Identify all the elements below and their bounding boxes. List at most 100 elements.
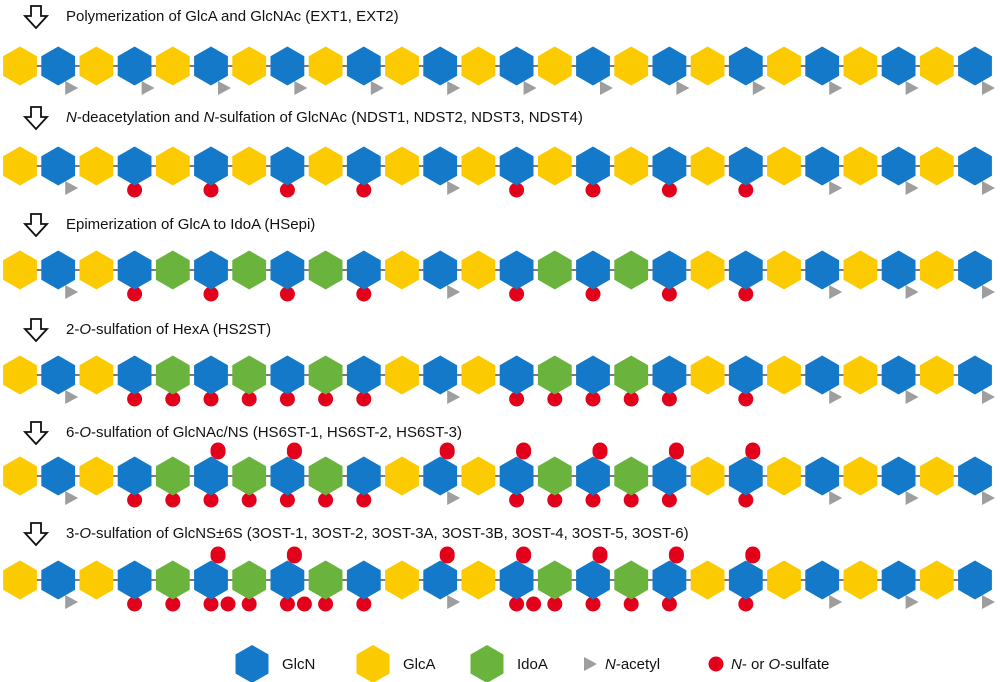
residue-idoa [614,355,649,395]
residue-glcn [881,560,916,600]
n-acetyl-marker [65,390,79,404]
sulfate-marker [668,546,684,562]
legend-item-glca: GlcA [356,645,436,682]
residue-glca [843,456,878,496]
sulfate-marker [509,286,525,302]
residue-glcn [117,355,152,395]
residue-glca [79,456,114,496]
n-acetyl-marker [65,285,79,299]
residue-glcn [805,456,840,496]
residue-glca [3,560,37,600]
down-arrow-outline-icon [22,5,50,30]
residue-glcn [117,250,152,290]
step-label: Epimerization of GlcA to IdoA (HSepi) [66,216,315,233]
residue-glca [461,46,496,86]
sulfate-marker [585,492,601,508]
residue-glcn [881,250,916,290]
step-1: Polymerization of GlcA and GlcNAc (EXT1,… [3,5,995,95]
down-arrow-outline-icon [22,522,50,547]
residue-glcn [423,146,458,186]
label-fragment: -sulfation of HexA (HS2ST) [91,321,271,338]
sulfate-marker [547,596,563,612]
residue-glca [919,456,954,496]
label-fragment: -sulfation of GlcNAc (NDST1, NDST2, NDST… [214,109,582,126]
residue-idoa [614,456,649,496]
sulfate-marker [623,492,639,508]
residue-glcn [728,250,763,290]
residue-glcn [194,146,228,186]
n-acetyl-marker [829,491,843,505]
residue-glcn [576,146,610,186]
sulfate-marker [623,596,639,612]
n-acetyl-marker [447,595,461,609]
residue-glca [385,456,419,496]
residue-glcn [652,560,687,600]
residue-glca [690,456,725,496]
residue-glca [3,250,37,290]
legend-item-glcn: GlcN [235,645,315,682]
residue-glca [232,146,267,186]
sulfate-marker [661,492,677,508]
step-5: 6-O-sulfation of GlcNAc/NS (HS6ST-1, HS6… [3,421,995,508]
sulfate-marker [738,596,754,612]
residue-glcn [728,456,763,496]
sulfate-marker [165,391,181,407]
label-fragment: N [605,656,616,673]
sulfate-marker [296,596,312,612]
legend-swatch-glcn [235,645,269,682]
residue-glcn [117,46,152,86]
n-acetyl-marker [600,81,613,95]
residue-glca [461,146,496,186]
sulfate-marker [585,596,601,612]
residue-glca [385,355,419,395]
n-acetyl-marker [982,491,995,505]
residue-idoa [232,355,267,395]
residue-glcn [958,250,992,290]
n-acetyl-marker [982,81,995,95]
sulfate-marker [127,286,143,302]
sulfate-marker [592,546,608,562]
n-acetyl-marker [65,491,79,505]
residue-glcn [117,146,152,186]
down-arrow-outline-icon [22,421,50,446]
residue-glca [79,355,114,395]
residue-glcn [728,46,763,86]
n-acetyl-marker [905,491,919,505]
label-fragment: N [66,109,77,126]
sulfate-marker [279,391,295,407]
residue-glcn [41,250,76,290]
residue-glcn [499,250,534,290]
residue-idoa [232,560,267,600]
n-acetyl-marker [676,81,690,95]
sulfate-marker [356,286,372,302]
residue-glcn [652,355,687,395]
n-acetyl-marker [65,81,79,95]
n-acetyl-marker [370,81,384,95]
sulfate-marker [286,442,302,458]
sulfate-marker [509,492,525,508]
residue-idoa [232,456,267,496]
residue-glca [79,146,114,186]
sulfate-marker [286,546,302,562]
residue-glca [308,146,343,186]
residue-glca [3,146,37,186]
sulfate-marker [592,442,608,458]
residue-glca [690,355,725,395]
sulfate-marker [165,596,181,612]
residue-glca [767,560,801,600]
sulfate-marker [738,286,754,302]
legend-acetyl-icon [584,657,597,671]
residue-glca [461,456,496,496]
sulfate-marker [203,286,219,302]
sulfate-marker [127,596,143,612]
sulfate-marker [745,546,761,562]
legend-item-idoa: IdoA [470,645,548,682]
residue-glcn [499,355,534,395]
sulfate-marker [516,442,532,458]
residue-glcn [499,456,534,496]
sulfate-marker [203,182,219,198]
residue-glcn [41,146,76,186]
residue-glca [919,560,954,600]
residue-glca [767,146,801,186]
label-fragment: GlcA [403,656,436,673]
